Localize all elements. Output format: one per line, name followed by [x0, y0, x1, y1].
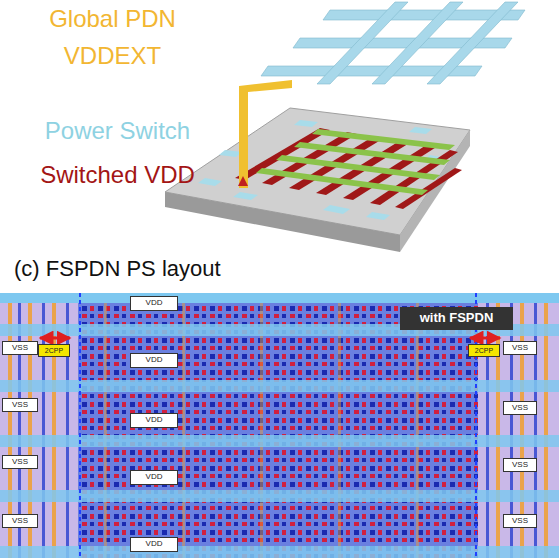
pin-label-box: VDD [130, 296, 178, 311]
pin-label-box: VSS [503, 458, 537, 472]
node-text: VDD [146, 416, 163, 425]
node-text: VSS [512, 461, 528, 470]
node-text: VSS [12, 344, 28, 353]
node-text: VSS [12, 401, 28, 410]
pin-label-box: VSS [2, 514, 38, 528]
node-text: VSS [12, 458, 28, 467]
node-text: VDD [146, 540, 163, 549]
node-text: VSS [12, 517, 28, 526]
node-text: VSS [512, 404, 528, 413]
spacing-tag: 2CPP [38, 344, 70, 357]
node-text: VDD [146, 299, 163, 308]
pin-label-box: VDD [130, 413, 178, 428]
node-text: VDD [146, 356, 163, 365]
switch-label: Power Switch [0, 112, 235, 149]
pin-label-box: VSS [503, 401, 537, 415]
node-text: 2CPP [475, 347, 493, 355]
pin-label-box: VSS [503, 514, 537, 528]
rail-label: Switched VDD [0, 156, 235, 193]
pin-label-box: VSS [2, 341, 38, 355]
subfigure-title: (c) FSPDN PS layout [14, 252, 414, 286]
node-text: VSS [512, 344, 528, 353]
pdn-3d-view [165, 2, 525, 252]
node-text: VSS [512, 517, 528, 526]
node-text: VDD [146, 473, 163, 482]
node-text: 2CPP [45, 347, 63, 355]
spacing-tag: 2CPP [468, 344, 500, 357]
pin-label-box: VSS [2, 398, 38, 412]
pin-label-box: VSS [2, 455, 38, 469]
pin-label-box: VSS [503, 341, 537, 355]
pin-label-box: VDD [130, 537, 178, 552]
pin-label-box: VDD [130, 353, 178, 368]
pin-label-box: VDD [130, 470, 178, 485]
pdn-label: Global PDN VDDEXT [0, 0, 225, 74]
badge: with FSPDN [400, 307, 513, 330]
layout-view [0, 293, 559, 558]
node-text: with FSPDN [420, 311, 494, 325]
